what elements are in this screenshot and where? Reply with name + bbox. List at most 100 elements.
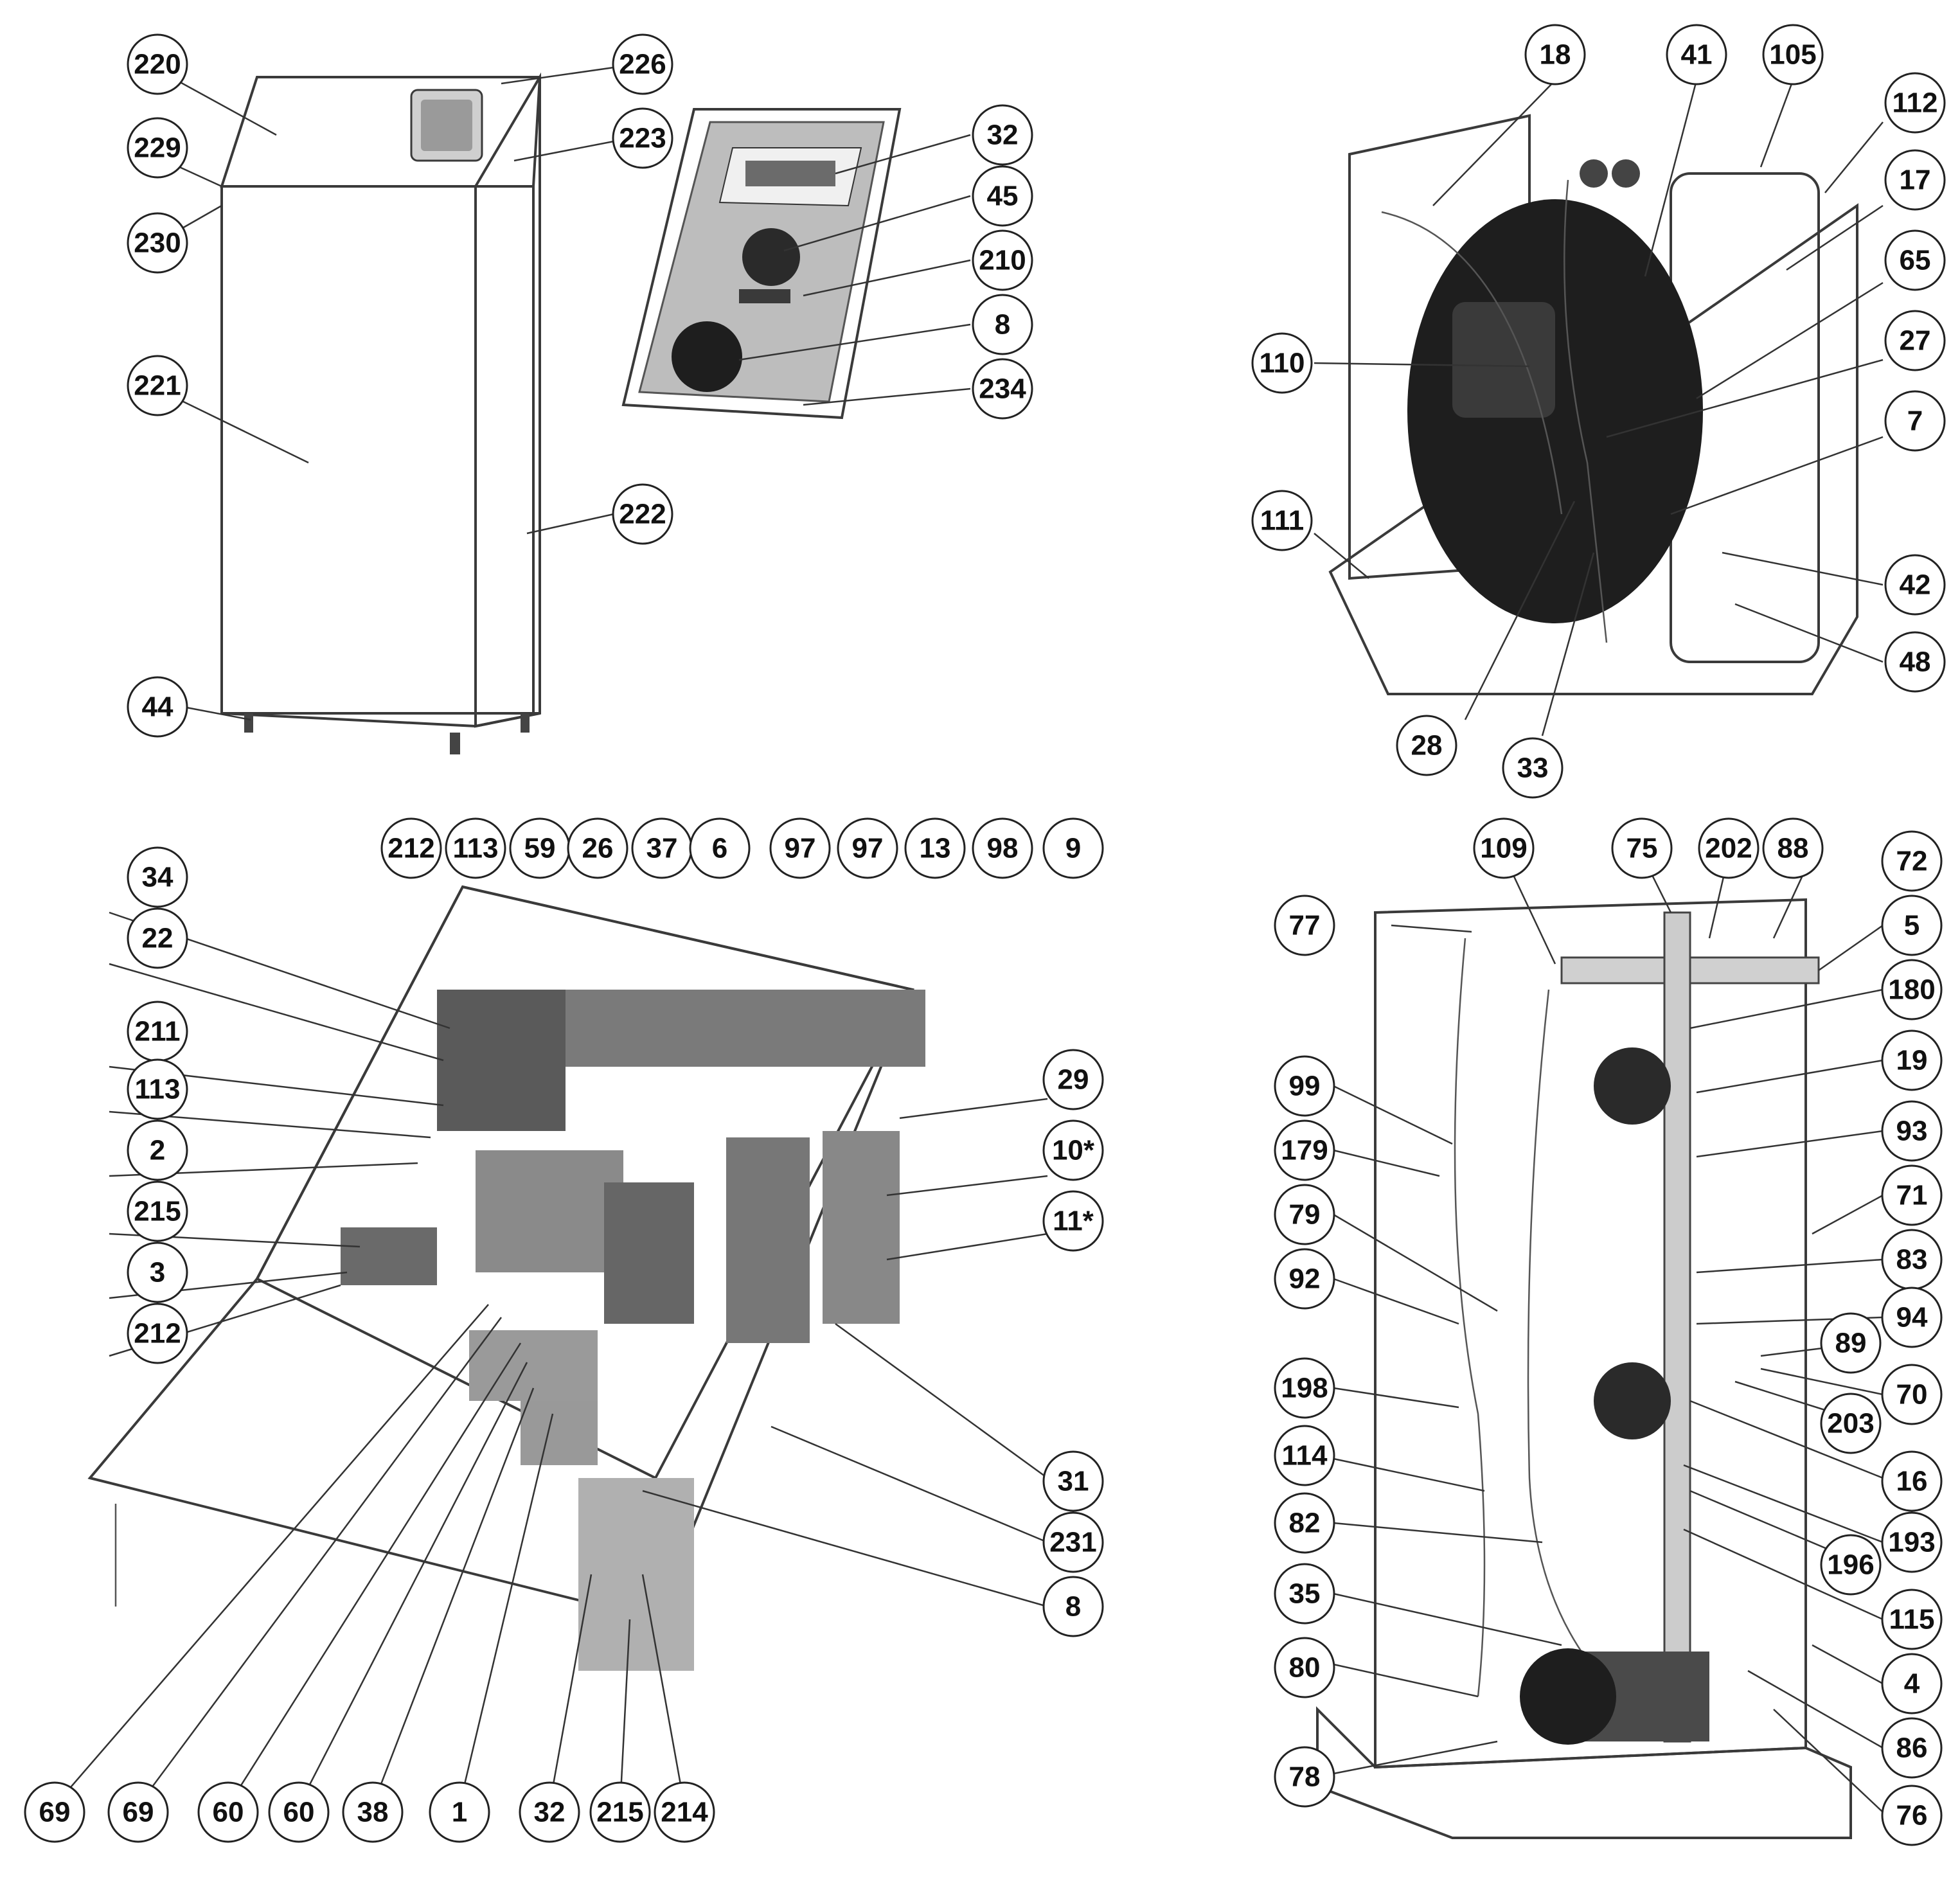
callout-8-tray-label: 8 xyxy=(1065,1591,1081,1623)
callout-2: 2 xyxy=(127,1119,188,1181)
callout-180: 180 xyxy=(1881,959,1943,1020)
callout-113-top-label: 113 xyxy=(453,833,499,864)
callout-215-bottom: 215 xyxy=(589,1781,651,1843)
callout-9: 9 xyxy=(1042,817,1104,879)
callout-86: 86 xyxy=(1881,1717,1943,1779)
callout-97-a: 97 xyxy=(769,817,831,879)
callout-230: 230 xyxy=(127,212,188,274)
callout-222: 222 xyxy=(612,483,673,545)
callout-6-label: 6 xyxy=(712,833,727,864)
callout-83: 83 xyxy=(1881,1229,1943,1290)
callout-180-label: 180 xyxy=(1888,974,1935,1006)
callout-212-left-label: 212 xyxy=(134,1318,181,1349)
callout-17: 17 xyxy=(1884,149,1946,211)
callout-215-left: 215 xyxy=(127,1180,188,1242)
callout-114: 114 xyxy=(1274,1425,1335,1486)
callout-22-label: 22 xyxy=(142,923,174,954)
callout-19-label: 19 xyxy=(1896,1045,1928,1076)
callout-110-label: 110 xyxy=(1260,348,1305,379)
callout-77: 77 xyxy=(1274,895,1335,956)
callout-59-label: 59 xyxy=(524,833,556,864)
callout-16-label: 16 xyxy=(1896,1466,1928,1497)
callout-80: 80 xyxy=(1274,1637,1335,1698)
callout-34-label: 34 xyxy=(142,862,174,893)
callout-92: 92 xyxy=(1274,1248,1335,1310)
callout-83-label: 83 xyxy=(1896,1244,1928,1276)
callout-9-label: 9 xyxy=(1065,833,1081,864)
callout-193: 193 xyxy=(1881,1511,1943,1573)
callout-71: 71 xyxy=(1881,1164,1943,1226)
callout-88-label: 88 xyxy=(1777,833,1809,864)
callout-32-panel: 32 xyxy=(972,104,1033,166)
callout-75: 75 xyxy=(1611,817,1673,879)
callout-112-label: 112 xyxy=(1893,87,1938,119)
callout-220-label: 220 xyxy=(134,49,181,80)
callout-193-label: 193 xyxy=(1888,1527,1935,1558)
callout-41-label: 41 xyxy=(1681,39,1713,71)
callout-10-label: 10* xyxy=(1052,1135,1095,1166)
callout-60-b: 60 xyxy=(268,1781,330,1843)
callout-202-label: 202 xyxy=(1705,833,1752,864)
callout-229: 229 xyxy=(127,117,188,179)
callout-78-label: 78 xyxy=(1289,1761,1321,1793)
callout-88: 88 xyxy=(1762,817,1824,879)
callout-69-a-label: 69 xyxy=(39,1797,71,1828)
callout-214: 214 xyxy=(654,1781,715,1843)
callout-93: 93 xyxy=(1881,1100,1943,1162)
callout-211: 211 xyxy=(127,1001,188,1062)
callout-99-label: 99 xyxy=(1289,1071,1321,1102)
callout-34: 34 xyxy=(127,846,188,908)
callout-33-label: 33 xyxy=(1517,752,1549,784)
callout-13-label: 13 xyxy=(920,833,951,864)
callout-17-label: 17 xyxy=(1900,165,1931,196)
callout-231: 231 xyxy=(1042,1511,1104,1573)
callout-44: 44 xyxy=(127,676,188,738)
callout-18: 18 xyxy=(1524,24,1586,85)
callout-labels: 220 226 229 223 230 221 222 44 32 45 210… xyxy=(24,24,1946,1846)
callout-179: 179 xyxy=(1274,1119,1335,1181)
callout-69-a: 69 xyxy=(24,1781,85,1843)
callout-69-b: 69 xyxy=(107,1781,169,1843)
callout-60-a: 60 xyxy=(197,1781,259,1843)
callout-202: 202 xyxy=(1698,817,1760,879)
callout-215-left-label: 215 xyxy=(134,1196,181,1227)
callout-5: 5 xyxy=(1881,895,1943,956)
callout-8-panel: 8 xyxy=(972,294,1033,355)
callout-109: 109 xyxy=(1473,817,1535,879)
callout-28: 28 xyxy=(1396,715,1457,776)
callout-27: 27 xyxy=(1884,310,1946,371)
callout-72: 72 xyxy=(1881,830,1943,892)
callout-4: 4 xyxy=(1881,1653,1943,1714)
callout-234: 234 xyxy=(972,358,1033,420)
callout-97-b: 97 xyxy=(837,817,898,879)
callout-28-label: 28 xyxy=(1411,730,1443,761)
callout-11-label: 11* xyxy=(1053,1206,1094,1237)
callout-111: 111 xyxy=(1251,490,1313,551)
callout-16: 16 xyxy=(1881,1450,1943,1512)
callout-113-left-label: 113 xyxy=(135,1074,181,1105)
callout-203-label: 203 xyxy=(1827,1408,1874,1439)
callout-26: 26 xyxy=(567,817,628,879)
callout-226: 226 xyxy=(612,33,673,95)
callout-75-label: 75 xyxy=(1626,833,1658,864)
callout-221-label: 221 xyxy=(134,370,181,402)
callout-19: 19 xyxy=(1881,1029,1943,1091)
callout-196-label: 196 xyxy=(1827,1549,1874,1581)
callout-38: 38 xyxy=(342,1781,404,1843)
callout-8-panel-label: 8 xyxy=(995,309,1010,341)
callout-7-label: 7 xyxy=(1907,405,1923,437)
hydraulic-unit-illustration xyxy=(1316,898,1852,1839)
callout-223-label: 223 xyxy=(619,123,666,154)
callout-231-label: 231 xyxy=(1049,1527,1096,1558)
callout-65: 65 xyxy=(1884,229,1946,291)
callout-93-label: 93 xyxy=(1896,1116,1928,1147)
callout-97-a-label: 97 xyxy=(785,833,816,864)
callout-4-label: 4 xyxy=(1904,1668,1920,1700)
callout-115-label: 115 xyxy=(1889,1604,1935,1635)
callout-220: 220 xyxy=(127,33,188,95)
callout-79-label: 79 xyxy=(1289,1199,1321,1231)
callout-26-label: 26 xyxy=(582,833,614,864)
callout-48-label: 48 xyxy=(1900,646,1931,678)
callout-8-tray: 8 xyxy=(1042,1576,1104,1637)
